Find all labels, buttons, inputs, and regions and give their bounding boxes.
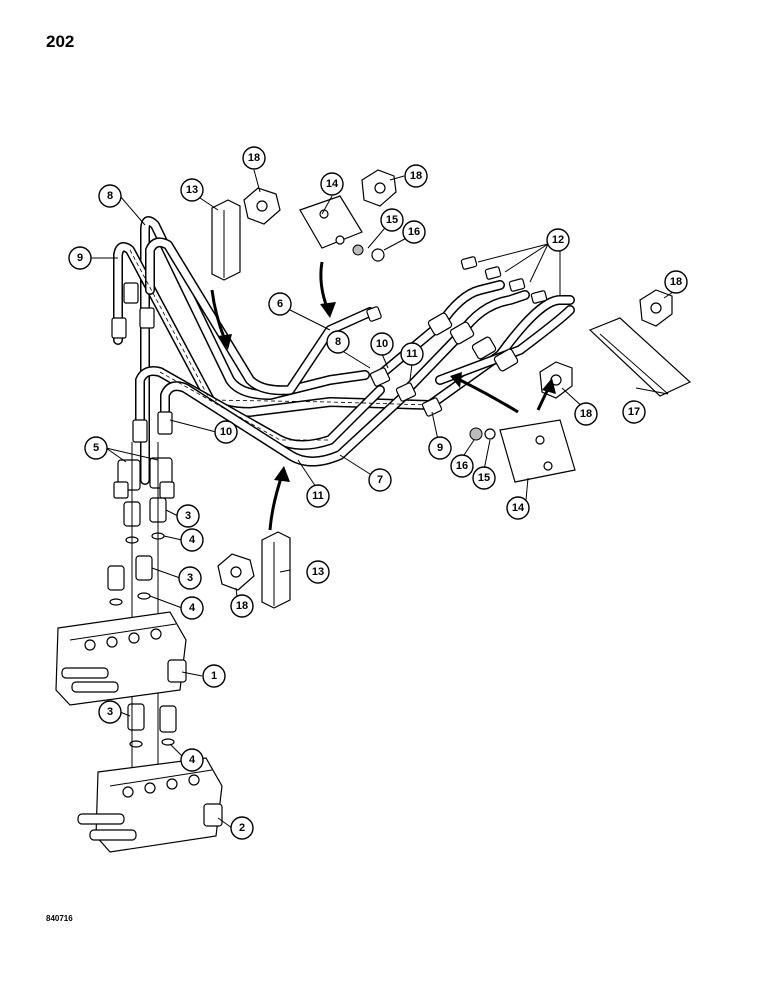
callout-18: 18 (242, 146, 266, 170)
svg-text:11: 11 (406, 348, 418, 360)
svg-text:2: 2 (239, 822, 245, 834)
svg-text:8: 8 (107, 190, 113, 202)
svg-text:9: 9 (77, 252, 83, 264)
callout-17: 17 (622, 400, 646, 424)
callout-15: 15 (472, 466, 496, 490)
svg-text:18: 18 (580, 408, 592, 420)
svg-text:4: 4 (189, 602, 196, 614)
callout-3: 3 (98, 700, 122, 724)
callout-9: 9 (68, 246, 92, 270)
callout-18: 18 (230, 594, 254, 618)
svg-text:16: 16 (408, 226, 420, 238)
callouts: 1 2 3 3 3 4 4 4 5 6 7 8 8 9 9 10 10 11 1… (68, 146, 688, 840)
control-valve-1 (55, 611, 187, 706)
svg-text:3: 3 (107, 706, 113, 718)
callout-10: 10 (370, 332, 394, 356)
svg-text:13: 13 (312, 566, 324, 578)
callout-14: 14 (506, 496, 530, 520)
callout-6: 6 (268, 292, 292, 316)
callout-13: 13 (306, 560, 330, 584)
callout-15: 15 (380, 208, 404, 232)
callout-4: 4 (180, 748, 204, 772)
callout-4: 4 (180, 528, 204, 552)
svg-text:1: 1 (211, 670, 217, 682)
callout-10: 10 (214, 420, 238, 444)
svg-text:3: 3 (185, 510, 191, 522)
callout-9: 9 (428, 436, 452, 460)
callout-11: 11 (306, 484, 330, 508)
svg-text:9: 9 (437, 442, 443, 454)
svg-text:15: 15 (386, 214, 398, 226)
callout-14: 14 (320, 172, 344, 196)
svg-text:10: 10 (376, 338, 388, 350)
callout-3: 3 (178, 566, 202, 590)
assembly-arrows (210, 261, 556, 531)
svg-text:4: 4 (189, 754, 196, 766)
callout-18: 18 (404, 164, 428, 188)
control-valve-2 (77, 757, 223, 853)
callout-12: 12 (546, 228, 570, 252)
svg-text:4: 4 (189, 534, 196, 546)
svg-text:14: 14 (512, 502, 525, 514)
svg-text:14: 14 (326, 178, 339, 190)
svg-text:5: 5 (93, 442, 99, 454)
svg-text:13: 13 (186, 184, 198, 196)
tube-assembly (113, 216, 575, 485)
callout-7: 7 (368, 468, 392, 492)
svg-text:8: 8 (335, 336, 341, 348)
callout-13: 13 (180, 178, 204, 202)
svg-text:10: 10 (220, 426, 232, 438)
callout-18: 18 (574, 402, 598, 426)
callout-18: 18 (664, 270, 688, 294)
svg-text:7: 7 (377, 474, 383, 486)
svg-text:18: 18 (670, 276, 682, 288)
svg-text:16: 16 (456, 460, 468, 472)
leader-lines (90, 169, 677, 829)
callout-8: 8 (326, 330, 350, 354)
clamp-hardware (211, 169, 692, 609)
svg-text:18: 18 (248, 152, 260, 164)
figure-code: 840716 (46, 914, 73, 923)
callout-1: 1 (202, 664, 226, 688)
svg-text:3: 3 (187, 572, 193, 584)
callout-2: 2 (230, 816, 254, 840)
callout-4: 4 (180, 596, 204, 620)
svg-text:17: 17 (628, 406, 640, 418)
svg-text:18: 18 (236, 600, 248, 612)
page-number: 202 (46, 32, 75, 51)
callout-3: 3 (176, 504, 200, 528)
svg-text:18: 18 (410, 170, 422, 182)
tube-fittings (111, 256, 548, 443)
svg-text:6: 6 (277, 298, 283, 310)
callout-11: 11 (400, 342, 424, 366)
svg-text:12: 12 (552, 234, 564, 246)
callout-16: 16 (450, 454, 474, 478)
callout-8: 8 (98, 184, 122, 208)
svg-text:15: 15 (478, 472, 490, 484)
callout-16: 16 (402, 220, 426, 244)
svg-text:11: 11 (312, 490, 324, 502)
callout-5: 5 (84, 436, 108, 460)
